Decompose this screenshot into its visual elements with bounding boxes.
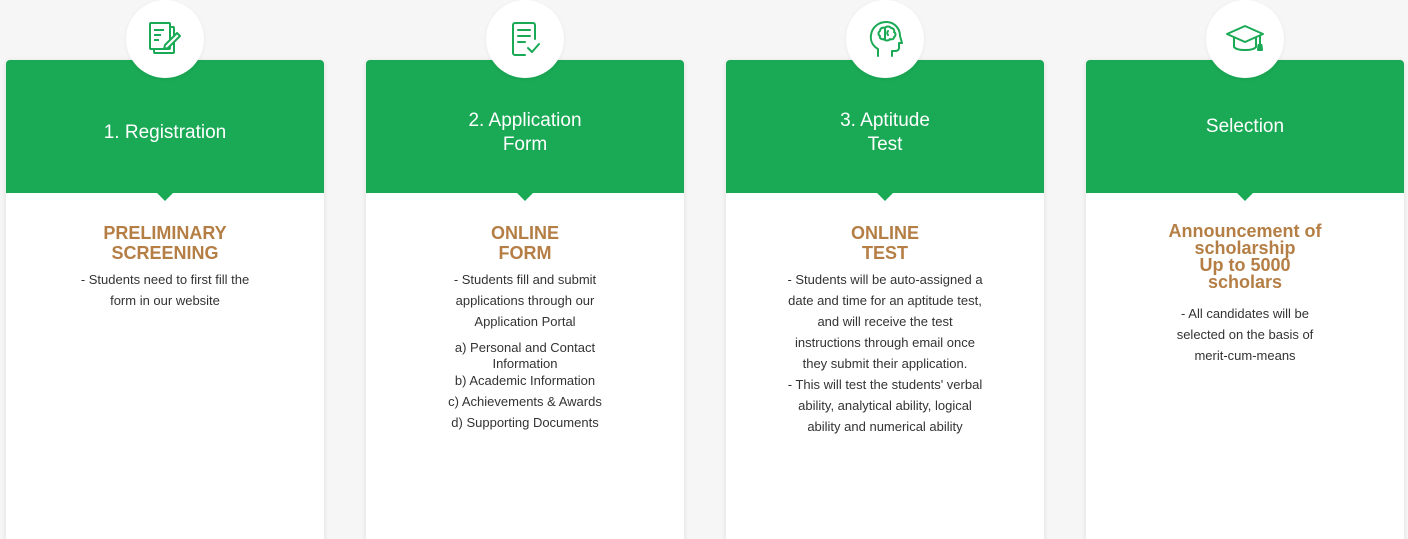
graduation-cap-icon: [1206, 0, 1284, 78]
step-title: Selection: [1205, 115, 1285, 137]
step-heading: Announcement of scholarship Up to 5000 s…: [1168, 221, 1322, 292]
step-header: 2. Application Form: [366, 0, 684, 201]
step-title: 2. Application Form: [468, 109, 582, 155]
step-card-registration: 1. Registration PRELIMINARY SCREENING - …: [6, 0, 324, 539]
step-card-selection: Selection Announcement of scholarship Up…: [1086, 0, 1404, 539]
step-header: 3. Aptitude Test: [726, 0, 1044, 201]
step-body: ONLINE FORM - Students fill and submit a…: [366, 193, 684, 433]
step-description: - Students will be auto-assigned a date …: [787, 272, 983, 434]
step-description: - Students need to first fill the form i…: [80, 272, 250, 308]
step-heading: ONLINE TEST: [850, 223, 919, 263]
edit-document-icon: [126, 0, 204, 78]
list-item: Information: [492, 356, 558, 371]
step-card-aptitude-test: 3. Aptitude Test ONLINE TEST - Students …: [726, 0, 1044, 539]
step-header: 1. Registration: [6, 0, 324, 201]
list-item: b) Academic Information: [454, 373, 596, 388]
step-title: 3. Aptitude Test: [840, 109, 930, 155]
list-item: c) Achievements & Awards: [448, 394, 602, 409]
step-title: 1. Registration: [103, 121, 227, 143]
step-body: PRELIMINARY SCREENING - Students need to…: [6, 193, 324, 311]
list-item: d) Supporting Documents: [451, 415, 599, 430]
checklist-document-icon: [486, 0, 564, 78]
step-body: Announcement of scholarship Up to 5000 s…: [1086, 193, 1404, 366]
brain-head-icon: [846, 0, 924, 78]
step-sub-list: a) Personal and Contact Information b) A…: [410, 338, 640, 433]
step-header: Selection: [1086, 0, 1404, 201]
step-card-application-form: 2. Application Form ONLINE FORM - Studen…: [366, 0, 684, 539]
list-item: a) Personal and Contact: [454, 340, 596, 355]
step-body: ONLINE TEST - Students will be auto-assi…: [726, 193, 1044, 437]
step-description: - Students fill and submit applications …: [453, 272, 597, 329]
step-heading: ONLINE FORM: [490, 223, 559, 263]
step-description: - All candidates will be selected on the…: [1176, 306, 1314, 363]
step-heading: PRELIMINARY SCREENING: [103, 223, 227, 263]
